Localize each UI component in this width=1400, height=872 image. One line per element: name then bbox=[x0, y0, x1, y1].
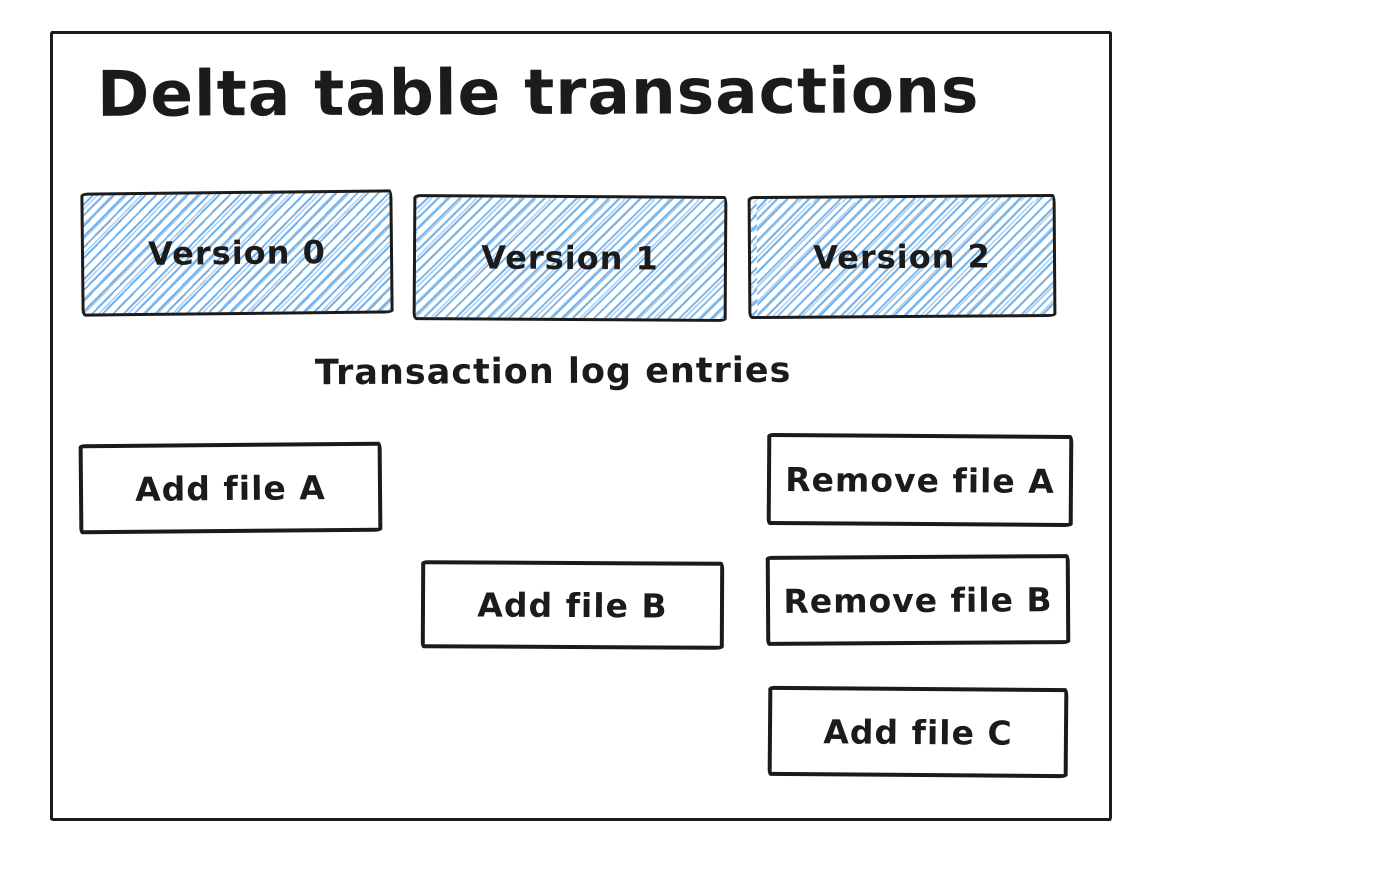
version-1-label: Version 1 bbox=[481, 238, 659, 278]
log-entry-remove-file-a: Remove file A bbox=[766, 432, 1074, 528]
log-entry-add-file-a: Add file A bbox=[78, 441, 383, 535]
log-entry-add-file-b: Add file B bbox=[420, 560, 725, 650]
version-0-label: Version 0 bbox=[147, 233, 327, 273]
outer-frame: Delta table transactions Version 0 Versi… bbox=[50, 31, 1112, 821]
version-2-label: Version 2 bbox=[813, 236, 991, 277]
version-1-box: Version 1 bbox=[412, 194, 728, 322]
log-entry-remove-file-a-label: Remove file A bbox=[785, 459, 1055, 501]
log-entry-add-file-b-label: Add file B bbox=[477, 585, 668, 625]
log-entry-remove-file-b: Remove file B bbox=[765, 554, 1071, 646]
log-entry-add-file-c-label: Add file C bbox=[823, 711, 1013, 753]
version-0-box: Version 0 bbox=[80, 189, 394, 317]
log-entry-add-file-a-label: Add file A bbox=[134, 467, 326, 509]
log-entry-remove-file-b-label: Remove file B bbox=[783, 579, 1053, 621]
diagram-title: Delta table transactions bbox=[96, 54, 980, 131]
version-2-box: Version 2 bbox=[747, 193, 1057, 320]
transaction-log-caption: Transaction log entries bbox=[314, 350, 792, 394]
log-entry-add-file-c: Add file C bbox=[767, 685, 1069, 779]
